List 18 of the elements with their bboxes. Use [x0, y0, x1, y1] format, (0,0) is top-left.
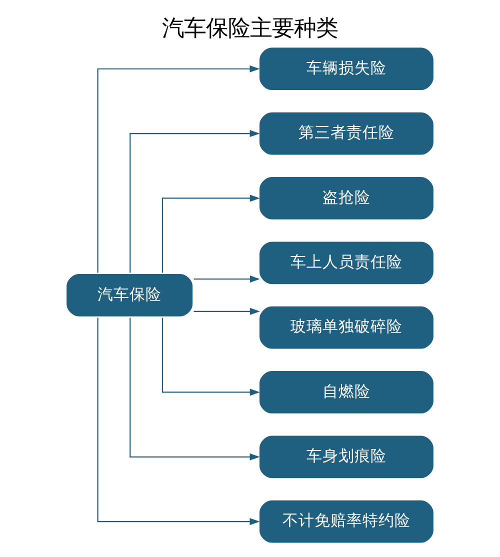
- node-box: 汽车保险: [64, 272, 195, 319]
- node-box: 车上人员责任险: [257, 239, 436, 286]
- arrow: [130, 130, 260, 273]
- node-box: 自燃险: [257, 368, 436, 416]
- arrow: [97, 318, 260, 526]
- arrow: [162, 318, 260, 396]
- arrow: [162, 194, 260, 273]
- node-box: 盗抢险: [257, 174, 436, 222]
- diagram-title: 汽车保险主要种类: [162, 15, 338, 42]
- node-box: 车身划痕险: [257, 434, 436, 480]
- arrow: [130, 318, 260, 460]
- arrow: [194, 276, 260, 283]
- node-box: 车辆损失险: [257, 45, 436, 92]
- node-box: 不计免赔率特约险: [257, 498, 436, 545]
- arrow: [97, 65, 260, 273]
- node-box: 第三者责任险: [257, 110, 436, 157]
- node-box: 玻璃单独破碎险: [257, 304, 436, 351]
- arrow: [194, 308, 260, 315]
